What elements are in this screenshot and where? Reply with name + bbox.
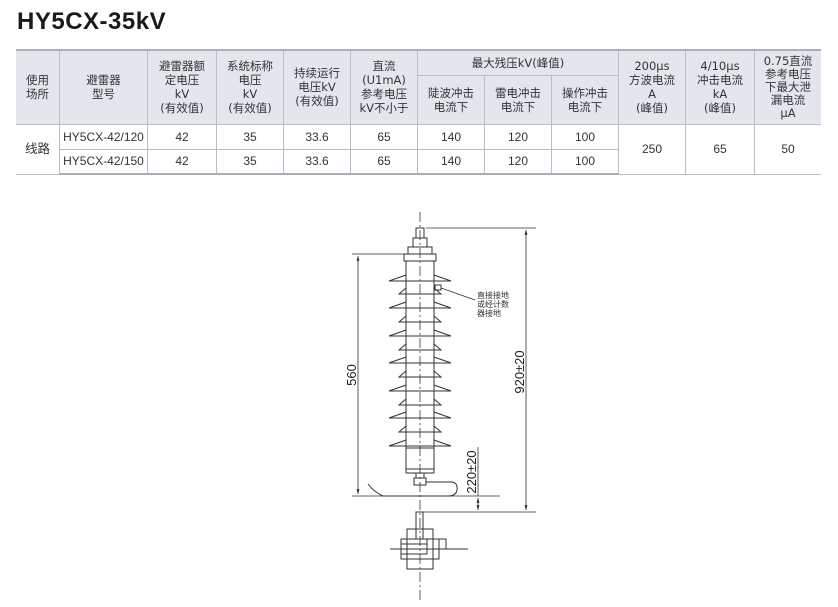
header-text: 电压kV — [298, 80, 336, 95]
cell-continuous-voltage: 33.6 — [283, 123, 351, 150]
table-row: HY5CX-42/150 42 35 33.6 65 140 120 100 — [16, 148, 821, 175]
mount-stud — [415, 511, 424, 540]
header-text: 避雷器 — [86, 73, 121, 88]
header-text: 电流下 — [500, 99, 536, 114]
header-text: (U1mA) — [362, 73, 406, 88]
header-steep-wave: 陡波冲击 电流下 — [417, 74, 485, 125]
header-model: 避雷器 型号 — [59, 49, 148, 125]
header-text: 0.75直流 — [763, 53, 813, 68]
header-text: 4/10μs — [700, 59, 740, 74]
cell-model: HY5CX-42/150 — [59, 148, 148, 175]
header-switching: 操作冲击 电流下 — [551, 74, 619, 125]
header-text: 使用 — [26, 73, 49, 88]
header-dc-reference: 直流 (U1mA) 参考电压 kV不小于 — [350, 49, 418, 125]
header-text: 电压 — [238, 73, 262, 88]
header-text: kV不小于 — [359, 101, 409, 116]
header-rated-voltage: 避雷器额 定电压 kV (有效值) — [147, 49, 217, 125]
header-text: (有效值) — [228, 101, 272, 116]
header-text: 漏电流 — [770, 92, 806, 107]
header-text: 直流 — [372, 59, 396, 74]
cell-switching: 100 — [551, 123, 619, 150]
cell-model: HY5CX-42/120 — [59, 123, 148, 150]
cell-continuous-voltage: 33.6 — [283, 148, 351, 175]
header-text: 电流下 — [433, 99, 469, 114]
header-text: 电流下 — [567, 99, 603, 114]
cell-rated-voltage: 42 — [147, 148, 217, 175]
header-text: 冲击电流 — [697, 73, 743, 88]
header-text: 场所 — [26, 87, 49, 102]
header-continuous-voltage: 持续运行 电压kV (有效值) — [283, 49, 351, 125]
header-leakage: 0.75直流 参考电压 下最大泄 漏电流 μA — [754, 49, 821, 125]
cell-dc-reference: 65 — [350, 148, 418, 175]
cell-system-voltage: 35 — [216, 123, 284, 150]
arrester-body — [367, 227, 468, 570]
ground-lead — [367, 481, 458, 497]
header-text: 下最大泄 — [765, 79, 811, 94]
cell-steep-wave: 140 — [417, 123, 485, 150]
cell-square-wave: 250 — [618, 123, 686, 175]
header-system-voltage: 系统标称 电压 kV (有效值) — [216, 49, 284, 125]
dim-920-label: 920±20 — [512, 350, 527, 393]
cell-steep-wave: 140 — [417, 148, 485, 175]
header-text: 定电压 — [164, 73, 200, 88]
header-text: (有效值) — [295, 94, 339, 109]
header-location: 使用 场所 — [16, 49, 60, 125]
ground-note-line1: 直接接地 — [477, 290, 509, 300]
ground-note-line2: 或经计数 — [477, 299, 509, 309]
header-text: 避雷器额 — [159, 59, 205, 74]
header-text: (峰值) — [704, 101, 736, 116]
header-text: 系统标称 — [227, 59, 273, 74]
dim-560-label: 560 — [344, 364, 359, 386]
table-row: 线路 HY5CX-42/120 42 35 33.6 65 140 120 10… — [16, 123, 821, 175]
header-text: kV — [242, 87, 258, 102]
header-text: μA — [780, 105, 796, 120]
cell-dc-reference: 65 — [350, 123, 418, 150]
cell-switching: 100 — [551, 148, 619, 175]
header-text: 持续运行 — [294, 66, 340, 81]
header-text: 操作冲击 — [562, 85, 608, 100]
header-square-wave: 200μs 方波电流 A (峰值) — [618, 49, 686, 125]
header-text: kV — [174, 87, 190, 102]
header-impulse-current: 4/10μs 冲击电流 kA (峰值) — [685, 49, 755, 125]
cell-impulse-current: 65 — [685, 123, 755, 175]
header-text: (峰值) — [636, 101, 668, 116]
header-text: 参考电压 — [361, 87, 407, 102]
header-text: 方波电流 — [629, 73, 675, 88]
header-text: 陡波冲击 — [428, 85, 474, 100]
cell-system-voltage: 35 — [216, 148, 284, 175]
ground-leader — [440, 287, 476, 301]
spec-table: 使用 场所 避雷器 型号 避雷器额 定电压 kV (有效值) 系统标称 电压 k… — [16, 49, 821, 175]
header-text: 型号 — [92, 87, 115, 102]
header-text: 参考电压 — [765, 66, 811, 81]
dim-220-label: 220±20 — [464, 450, 479, 493]
ground-note-line3: 器接地 — [477, 308, 501, 318]
header-text: A — [648, 87, 656, 102]
top-cap — [403, 253, 437, 262]
cell-leakage: 50 — [754, 123, 821, 175]
header-text: kA — [712, 87, 728, 102]
sheds — [388, 274, 452, 447]
cell-location: 线路 — [16, 123, 60, 175]
cell-lightning: 120 — [484, 148, 552, 175]
header-text: (有效值) — [160, 101, 204, 116]
page-title: HY5CX-35kV — [17, 8, 167, 35]
header-max-residual: 最大残压kV(峰值) — [417, 49, 619, 76]
header-text: 雷电冲击 — [495, 85, 541, 100]
mount-bolt — [426, 538, 447, 550]
ground-marker — [434, 284, 442, 291]
dimension-lines — [352, 227, 536, 513]
header-text: 200μs — [634, 59, 670, 74]
